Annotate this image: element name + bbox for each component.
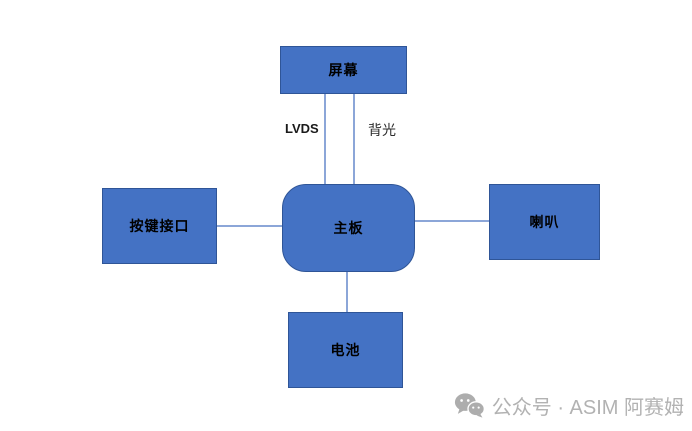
edge-lvds-line (324, 94, 326, 184)
edge-label-lvds: LVDS (285, 121, 319, 136)
edge-backlight-line (353, 94, 355, 184)
node-button-interface-label: 按键接口 (129, 220, 190, 235)
node-battery-label: 电池 (330, 344, 361, 359)
wechat-icon (454, 393, 485, 418)
edge-main-speaker (415, 220, 489, 222)
node-screen-label: 屏幕 (328, 64, 359, 79)
watermark-text: 公众号 · ASIM 阿赛姆 (491, 397, 684, 419)
edge-buttons-main (217, 225, 282, 227)
node-button-interface: 按键接口 (102, 188, 217, 264)
node-speaker: 喇叭 (489, 184, 600, 260)
node-speaker-label: 喇叭 (529, 216, 560, 231)
node-screen: 屏幕 (280, 46, 407, 94)
edge-main-battery (346, 272, 348, 312)
node-mainboard-label: 主板 (333, 222, 364, 237)
node-battery: 电池 (288, 312, 403, 388)
node-mainboard: 主板 (282, 184, 415, 272)
edge-label-backlight: 背光 (368, 124, 396, 139)
watermark: 公众号 · ASIM 阿赛姆 (454, 391, 684, 420)
